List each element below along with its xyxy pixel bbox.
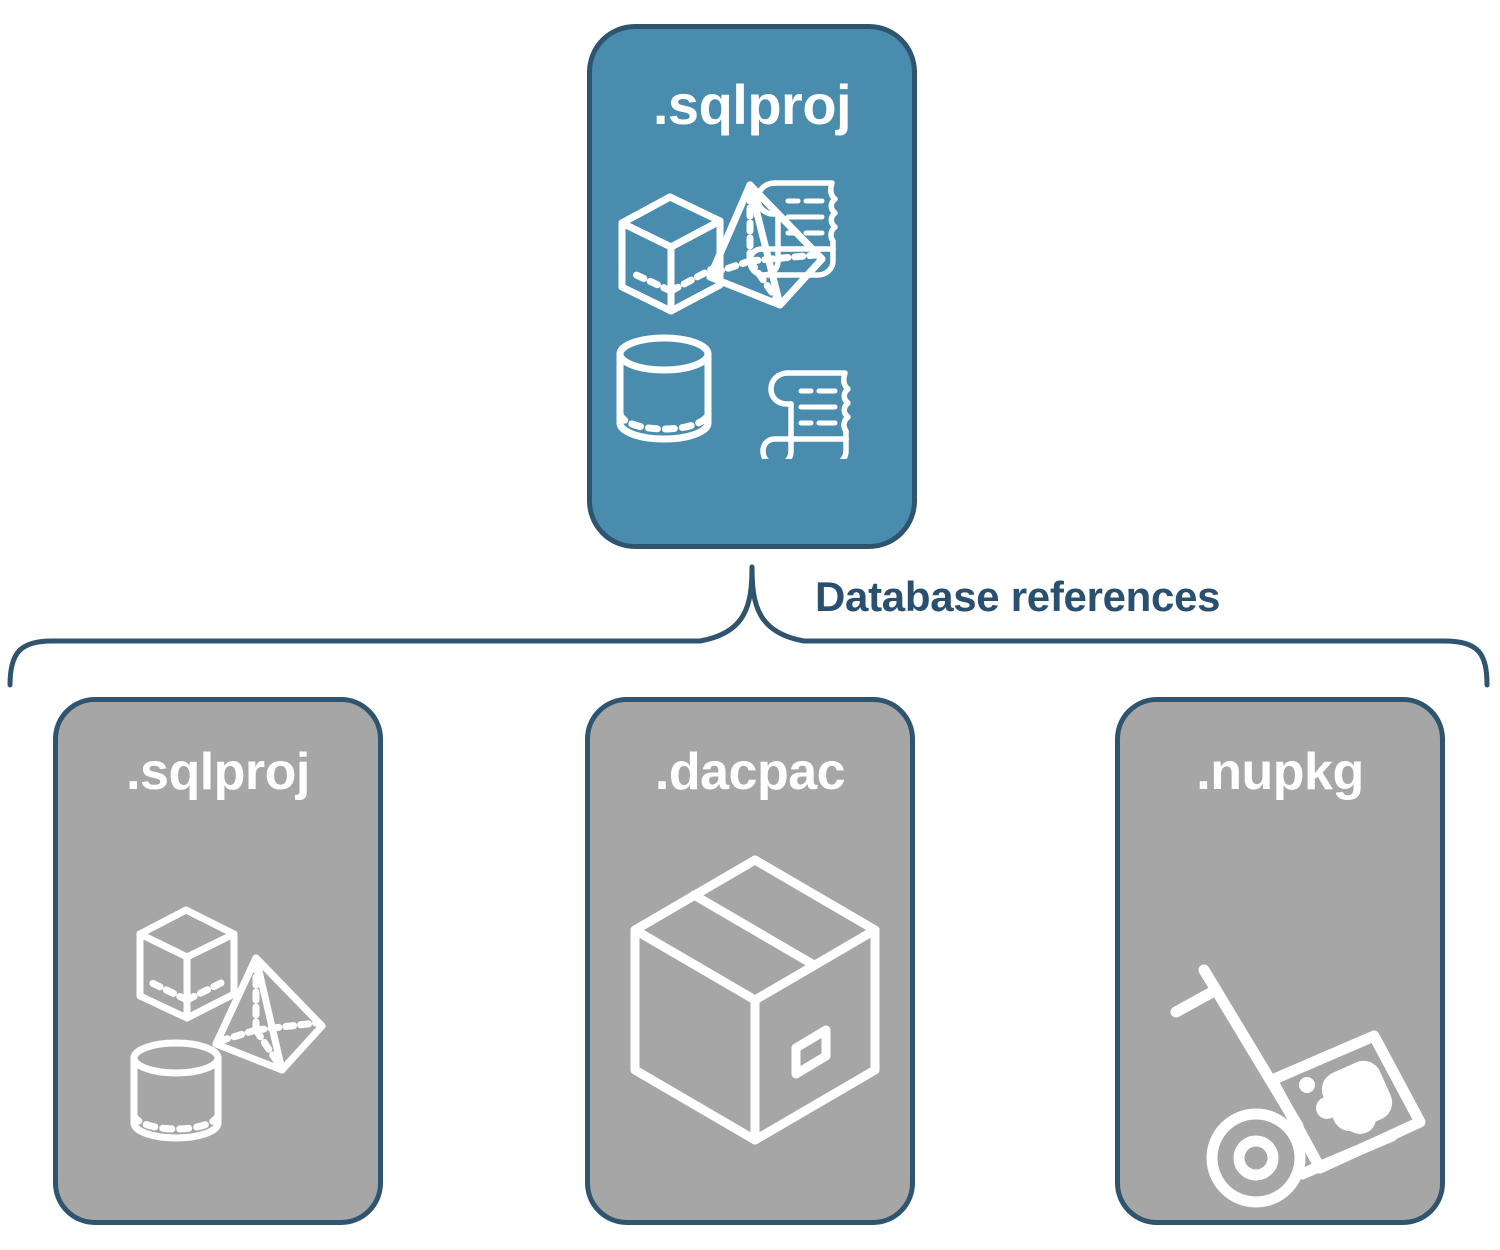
node-root-sqlproj[interactable]: .sqlproj (587, 24, 917, 549)
root-icon-group (616, 180, 851, 459)
node-root-label: .sqlproj (652, 73, 852, 136)
nupkg-icon-group (1170, 964, 1426, 1208)
pyramid-icon (212, 954, 326, 1074)
dacpac-icon-group (630, 855, 880, 1145)
node-ref-nupkg-label: .nupkg (1196, 743, 1364, 801)
cube-icon (618, 193, 724, 315)
cube-icon (136, 906, 238, 1022)
node-ref-dacpac[interactable]: .dacpac (585, 697, 915, 1225)
scroll-icon (747, 180, 838, 278)
connector-label-database-references: Database references (815, 573, 1221, 620)
cylinder-icon (616, 334, 712, 443)
node-ref-sqlproj-label: .sqlproj (126, 743, 310, 801)
package-box-icon (630, 855, 880, 1145)
scroll-icon (760, 370, 851, 459)
nuget-logo-glyph (1299, 1060, 1393, 1134)
node-ref-dacpac-label: .dacpac (654, 743, 846, 801)
nuget-package-icon (1266, 1030, 1426, 1174)
cylinder-icon (130, 1039, 222, 1142)
sqlproj-icon-group (130, 906, 326, 1142)
node-ref-nupkg[interactable]: .nupkg (1115, 697, 1445, 1225)
brace-connector (7, 564, 1490, 688)
node-ref-sqlproj[interactable]: .sqlproj (53, 697, 383, 1225)
